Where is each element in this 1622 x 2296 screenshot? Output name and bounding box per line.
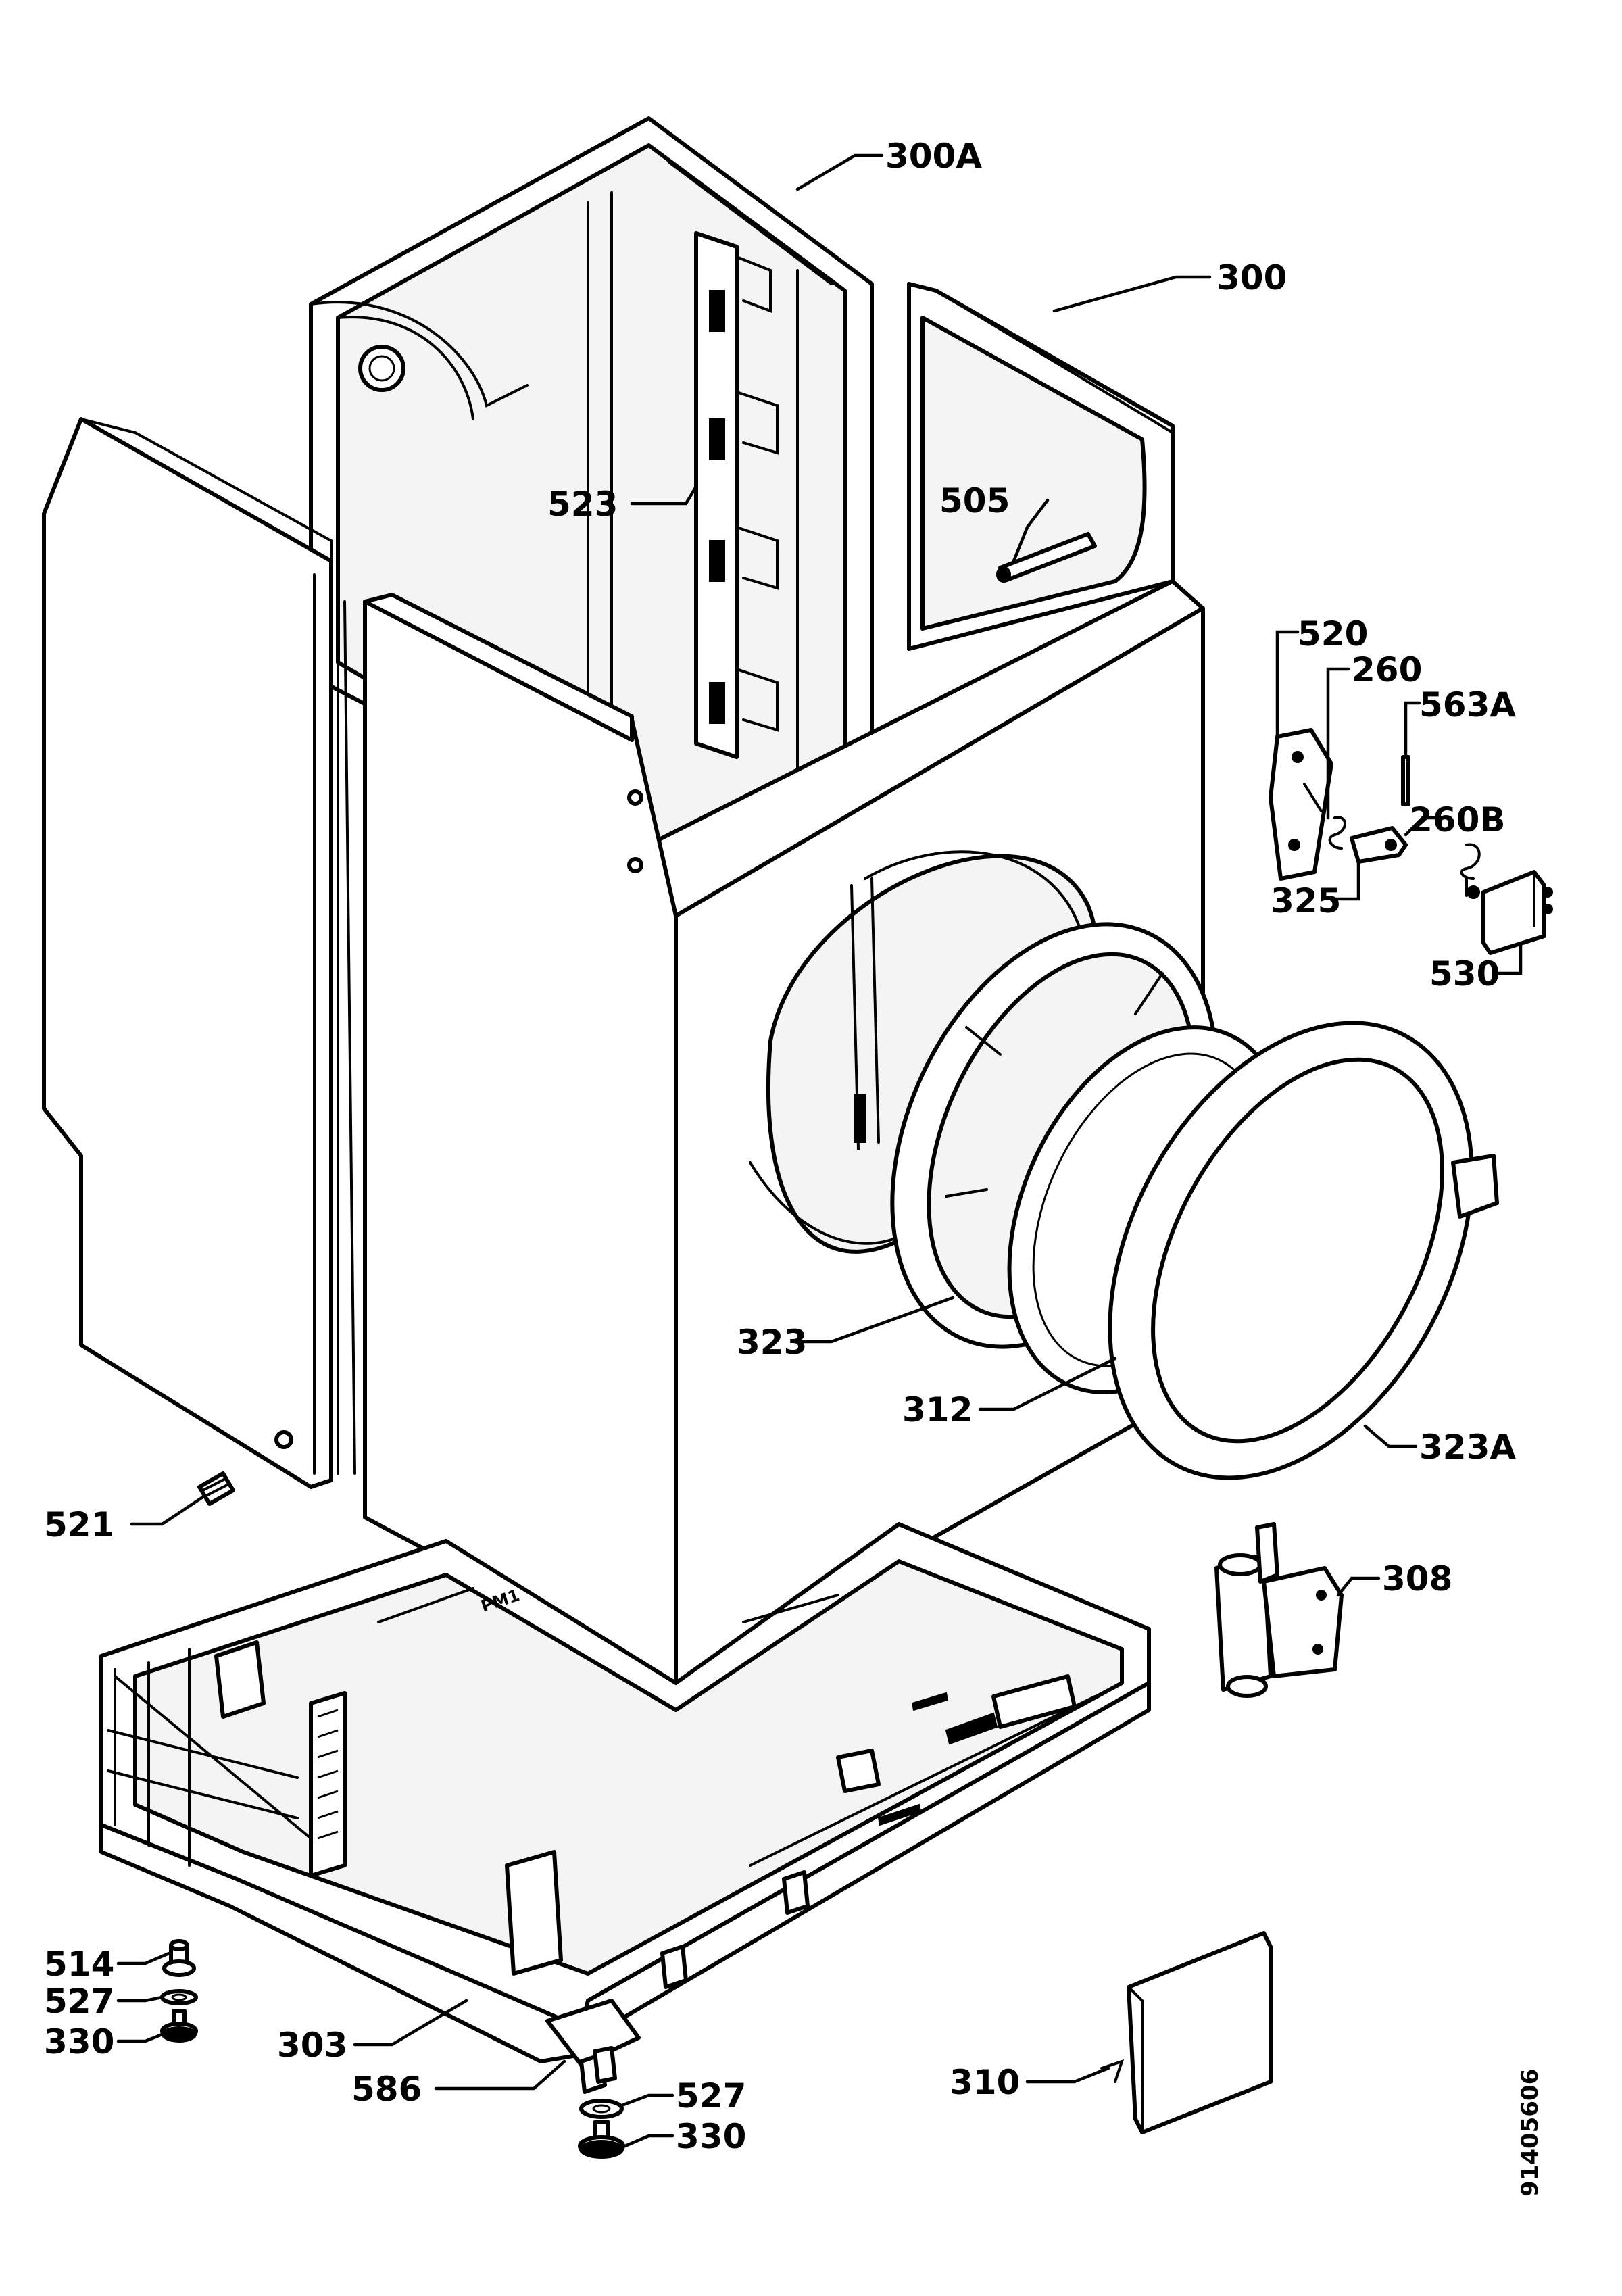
part-260B-spring [1460,843,1481,880]
part-325-lever [1350,826,1408,864]
label-520: 520 [1298,614,1368,654]
label-530: 530 [1429,954,1500,994]
part-310-flap [1100,1931,1273,2134]
label-505: 505 [939,481,1010,520]
part-520-catch-plate [1269,728,1333,881]
document-number: 91405606 [1517,2069,1544,2197]
label-323: 323 [737,1323,807,1362]
label-330-center: 330 [676,2117,746,2156]
label-514: 514 [44,1945,114,1984]
part-530-switch [1481,870,1553,955]
front-cabinet [363,579,1205,1685]
part-330-foot-left [160,2009,198,2043]
label-260: 260 [1352,650,1422,689]
label-312: 312 [902,1390,973,1430]
label-300A: 300A [885,137,982,176]
label-527-center: 527 [676,2076,746,2116]
label-303: 303 [277,2026,347,2065]
label-308: 308 [1382,1559,1452,1598]
label-300: 300 [1216,258,1287,297]
label-563A: 563A [1419,685,1516,725]
part-323A-door-ring [1108,1021,1499,1480]
part-586-foot-bracket [545,1999,641,2094]
label-527-left: 527 [44,1982,114,2021]
part-505-rod [996,532,1097,583]
callout-labels: 300A 300 523 505 520 260 563A 260B 325 5… [44,137,1516,2156]
part-514-bolt [162,1939,196,1977]
part-521-screw [197,1471,235,1506]
part-260-spring [1328,816,1346,850]
foot-assembly-left [160,1939,198,2043]
label-586: 586 [351,2070,422,2109]
door-lock-assembly [1269,728,1553,955]
label-310: 310 [950,2063,1020,2102]
part-300-right-panel [907,282,1175,651]
part-563A-pin [1401,755,1410,806]
part-523-ventilation-rail [694,231,779,759]
label-260B: 260B [1409,800,1505,839]
label-323A: 323A [1419,1427,1516,1467]
label-521: 521 [44,1505,114,1544]
part-527-washer-left [160,1989,198,2005]
part-308-hinge [1214,1522,1344,1698]
left-side-panel [42,417,356,1489]
part-330-foot-center [578,2120,625,2159]
part-303-base-frame: PM1 [99,1522,1151,2094]
foot-assembly-center [578,2099,625,2159]
part-527-washer-center [579,2099,624,2119]
leader-lines [116,153,1523,2148]
label-523: 523 [547,485,618,524]
label-325: 325 [1271,881,1341,921]
label-330-left: 330 [44,2022,114,2061]
